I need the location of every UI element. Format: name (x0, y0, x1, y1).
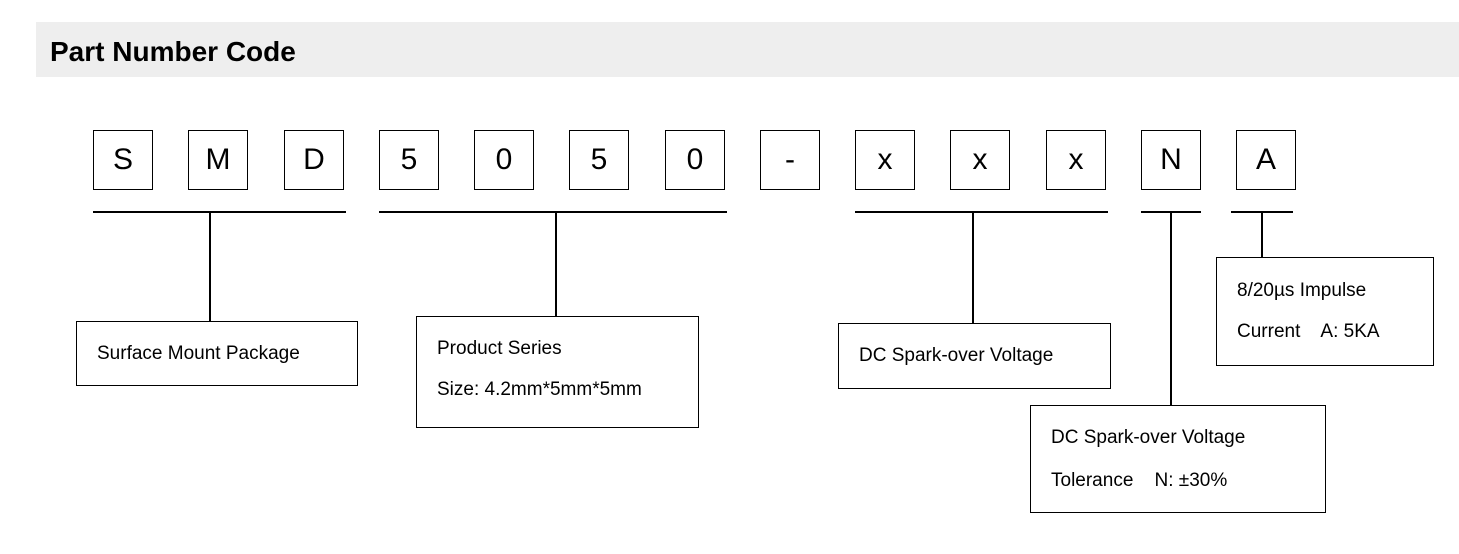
voltage-group-underline (855, 211, 1108, 213)
section-title: Part Number Code (50, 36, 296, 67)
code-char-d: D (284, 130, 344, 190)
impulse-current: Current A: 5KA (1237, 321, 1380, 342)
code-char-m: M (188, 130, 248, 190)
voltage-connector (972, 212, 974, 324)
tolerance-connector (1170, 212, 1172, 406)
voltage-description: DC Spark-over Voltage (859, 345, 1054, 366)
code-char-n: N (1141, 130, 1201, 190)
package-connector (209, 212, 211, 322)
series-description-box: Product Series Size: 4.2mm*5mm*5mm (416, 316, 699, 428)
series-connector (555, 212, 557, 317)
package-description: Surface Mount Package (97, 343, 300, 364)
code-char-0b: 0 (665, 130, 725, 190)
package-description-box: Surface Mount Package (76, 321, 358, 386)
tolerance-description-box: DC Spark-over Voltage Tolerance N: ±30% (1030, 405, 1326, 513)
code-char-0a: 0 (474, 130, 534, 190)
code-char-x1: x (855, 130, 915, 190)
tolerance-value: Tolerance N: ±30% (1051, 470, 1228, 491)
series-title: Product Series (437, 338, 562, 359)
impulse-connector (1261, 212, 1263, 258)
code-char-5a: 5 (379, 130, 439, 190)
code-char-5b: 5 (569, 130, 629, 190)
impulse-title: 8/20µs Impulse (1237, 280, 1367, 301)
tolerance-title: DC Spark-over Voltage (1051, 427, 1246, 448)
series-size: Size: 4.2mm*5mm*5mm (437, 379, 642, 400)
code-char-x3: x (1046, 130, 1106, 190)
series-group-underline (379, 211, 727, 213)
code-char-dash: - (760, 130, 820, 190)
code-char-a: A (1236, 130, 1296, 190)
impulse-description-box: 8/20µs Impulse Current A: 5KA (1216, 257, 1434, 366)
voltage-description-box: DC Spark-over Voltage (838, 323, 1111, 389)
package-group-underline (93, 211, 346, 213)
code-char-x2: x (950, 130, 1010, 190)
code-char-s: S (93, 130, 153, 190)
section-header: Part Number Code (36, 22, 1459, 77)
